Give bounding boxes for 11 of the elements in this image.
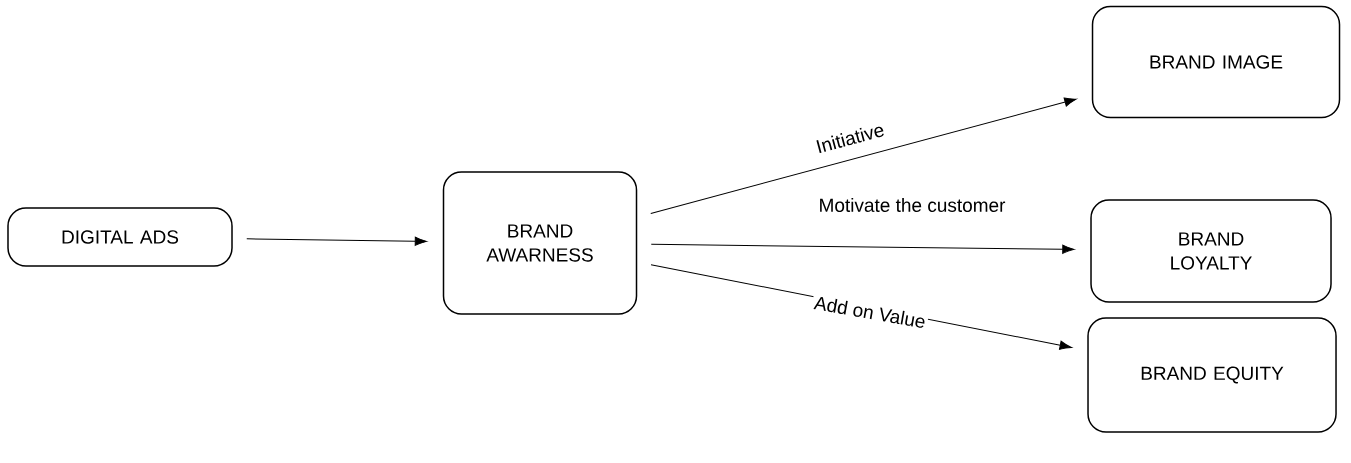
process-box: BRAND IMAGE [1091,5,1341,119]
process-box: DIGITAL ADS [7,207,233,267]
process-box: BRAND EQUITY [1087,317,1337,433]
process-box: BRAND LOYALTY [1090,199,1332,303]
edge-label: Motivate the customer [816,196,1008,214]
edge-label: Add on Value [811,293,930,331]
edge-label: Initiative [812,119,888,157]
arrow [650,97,1077,214]
arrow [650,243,1075,254]
process-box: BRAND AWARNESS [442,171,638,315]
arrow [246,236,428,246]
